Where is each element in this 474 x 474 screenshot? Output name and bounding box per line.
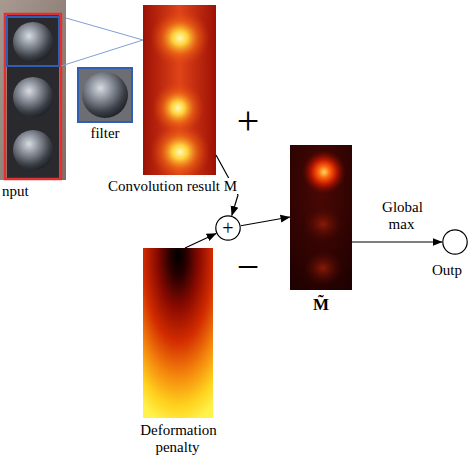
input-image: nput [0, 0, 66, 180]
filter-ground [78, 68, 132, 122]
operator-sign: − [226, 244, 270, 290]
heat-peak [303, 250, 343, 286]
result-map: M̃ [290, 145, 352, 290]
circle-outline [442, 229, 468, 255]
flow-arrow [241, 217, 290, 226]
circle-outline [443, 230, 467, 254]
circle-outline [216, 216, 240, 240]
light-housing [7, 15, 59, 180]
heat-peak [303, 206, 343, 242]
blue-window [7, 17, 59, 66]
red-frame [5, 14, 61, 179]
flow-arrow [216, 155, 238, 216]
photo-ground [0, 0, 66, 180]
edge-label: Global max [368, 199, 436, 234]
heat-peak [150, 124, 210, 175]
lamp [82, 72, 128, 118]
filter-border [78, 68, 132, 122]
heatmap-ground [290, 145, 352, 290]
convolution-map: Convolution result M [143, 5, 216, 175]
node-caption: M̃ [286, 295, 356, 315]
heat-peak [302, 150, 346, 194]
circle-outline [215, 215, 241, 241]
output-circle: Outp [442, 229, 468, 255]
node-caption: filter [75, 125, 135, 142]
node-caption: Deformation penalty [128, 422, 228, 457]
node-caption: Outp [431, 262, 473, 279]
convolution-heatmap [143, 5, 216, 175]
result-heatmap [290, 145, 352, 290]
node-caption: Convolution result M [105, 178, 240, 195]
heat-peak [150, 10, 210, 66]
filter-image [78, 68, 132, 122]
projection-line [61, 40, 143, 66]
input-photo [0, 0, 66, 180]
penalty-heatmap [143, 248, 213, 418]
operator-sign: + [226, 98, 270, 144]
operator-sign: + [215, 215, 241, 241]
filter-image: filter [78, 68, 132, 122]
node-caption: nput [1, 183, 61, 200]
lamp [13, 130, 53, 170]
flow-arrow [185, 233, 216, 248]
projection-line [66, 18, 143, 40]
penalty-map: Deformation penalty [143, 248, 213, 418]
sum-circle: + [215, 215, 241, 241]
flow-arrow [352, 241, 442, 242]
lamp [13, 22, 53, 62]
lamp [13, 77, 53, 117]
